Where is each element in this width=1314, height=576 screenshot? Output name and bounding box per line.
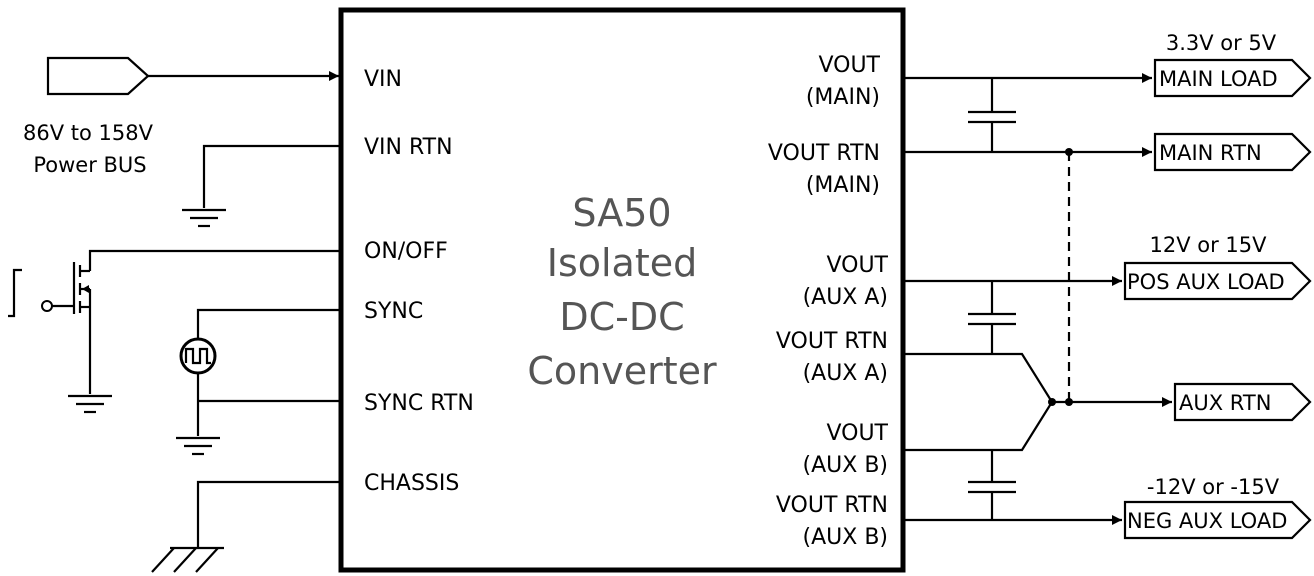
- junction-dot: [1048, 398, 1056, 406]
- pos-voltage-label: 12V or 15V: [1149, 233, 1267, 257]
- main-load-connector: [1153, 58, 1312, 98]
- pin-vout-auxa-line1: VOUT: [826, 253, 888, 278]
- chassis-wire: [196, 480, 341, 548]
- converter-subtitle-2: DC-DC: [559, 295, 684, 339]
- pos-aux-load-label: POS AUX LOAD: [1127, 270, 1285, 294]
- pin-sync-rtn: SYNC RTN: [364, 391, 474, 416]
- junction-dot: [1065, 398, 1073, 406]
- pos-aux-load-connector: [1123, 261, 1312, 301]
- main-voltage-label: 3.3V or 5V: [1166, 31, 1277, 55]
- pin-vin: VIN: [364, 67, 402, 92]
- aux-rtn-label: AUX RTN: [1179, 391, 1271, 415]
- aux-return-junction-wires: [903, 352, 1054, 452]
- main-rtn-label: MAIN RTN: [1159, 141, 1262, 165]
- converter-subtitle-3: Converter: [527, 349, 717, 393]
- sync-wire: [196, 308, 341, 339]
- on-off-wire: [88, 249, 341, 265]
- vin-rtn-wire: [202, 144, 341, 208]
- mosfet-switch-icon: [41, 262, 92, 314]
- neg-aux-load-connector: [1123, 500, 1312, 540]
- input-connector: [46, 56, 150, 96]
- pin-vout-rtn-auxa-line2: (AUX A): [803, 361, 888, 386]
- ground-icon: [182, 208, 226, 228]
- converter-title: SA50: [572, 191, 671, 235]
- pin-vout-rtn-auxa-line1: VOUT RTN: [776, 329, 888, 354]
- aux-rtn-connector: [1173, 382, 1312, 422]
- input-voltage-label: 86V to 158V: [23, 121, 154, 145]
- main-load-label: MAIN LOAD: [1159, 67, 1278, 91]
- neg-aux-load-label: NEG AUX LOAD: [1127, 509, 1287, 533]
- capacitor-auxa-icon: [968, 281, 1016, 354]
- pin-vout-auxb-line1: VOUT: [826, 421, 888, 446]
- neg-voltage-label: -12V or -15V: [1147, 475, 1280, 499]
- pin-vout-rtn-auxb-line1: VOUT RTN: [776, 493, 888, 518]
- control-signal-icon: [8, 268, 22, 318]
- pin-vout-rtn-main-line2: (MAIN): [806, 173, 880, 198]
- chassis-ground-icon: [151, 546, 224, 573]
- converter-block: [338, 7, 906, 573]
- pin-vout-auxb-line2: (AUX B): [803, 453, 888, 478]
- main-rtn-connector: [1153, 132, 1312, 172]
- pin-vout-rtn-main-line1: VOUT RTN: [768, 141, 880, 166]
- pin-chassis: CHASSIS: [364, 471, 459, 496]
- capacitor-auxb-icon: [968, 450, 1016, 520]
- pin-vin-rtn: VIN RTN: [364, 135, 453, 160]
- pin-vout-main-line1: VOUT: [818, 53, 880, 78]
- pin-vout-rtn-auxb-line2: (AUX B): [803, 525, 888, 550]
- capacitor-main-icon: [968, 78, 1016, 152]
- pin-on-off: ON/OFF: [364, 239, 448, 264]
- converter-subtitle-1: Isolated: [547, 241, 698, 285]
- pin-vout-main-line2: (MAIN): [806, 85, 880, 110]
- pin-sync: SYNC: [364, 299, 423, 324]
- ground-icon: [176, 436, 220, 456]
- ground-icon: [68, 394, 112, 414]
- input-bus-label: Power BUS: [33, 153, 146, 177]
- pin-vout-auxa-line2: (AUX A): [803, 285, 888, 310]
- pulse-generator-icon: [179, 337, 217, 375]
